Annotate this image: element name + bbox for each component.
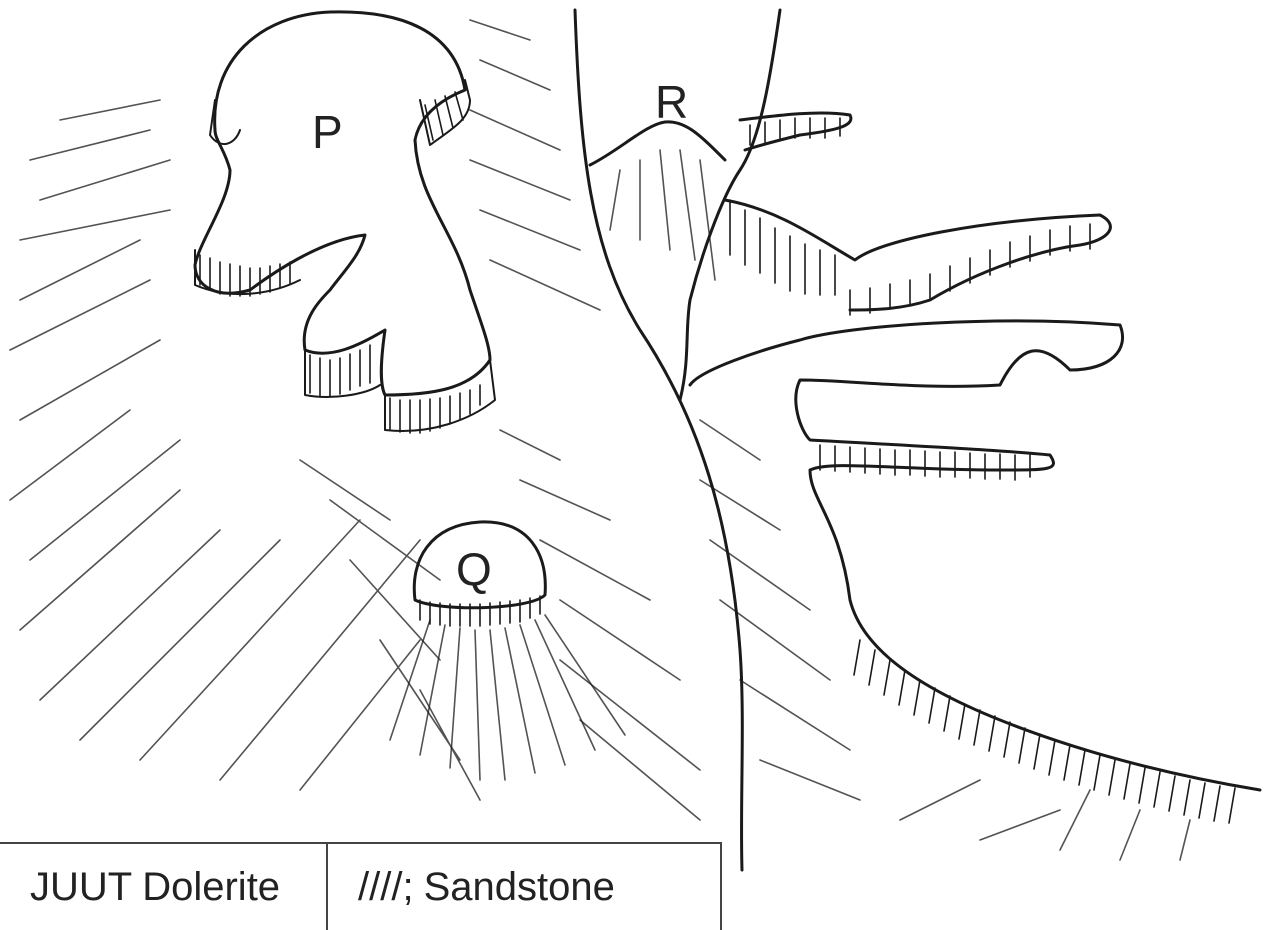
dolerite-band-p: [195, 80, 495, 431]
sandstone-slopes-q: [390, 615, 625, 780]
sandstone-symbol: ////;: [358, 865, 414, 910]
dolerite-hatch-q: [420, 596, 540, 626]
legend: JUUT Dolerite ////; Sandstone: [0, 842, 722, 930]
legend-label-sandstone: Sandstone: [424, 865, 615, 910]
label-q: Q: [456, 543, 492, 595]
legend-item-dolerite: JUUT Dolerite: [0, 844, 328, 930]
escarpment-outline: [690, 321, 1260, 790]
river-line: [575, 10, 742, 870]
label-r: R: [655, 76, 688, 128]
label-p: P: [312, 106, 343, 158]
mesa-p-outline: [195, 12, 490, 395]
escarpment-arm-middle: [725, 200, 1110, 310]
legend-label-dolerite: Dolerite: [142, 865, 280, 910]
dolerite-symbol: JUUT: [30, 865, 132, 910]
sandstone-slopes-left: [10, 20, 700, 820]
legend-item-sandstone: ////; Sandstone: [328, 844, 722, 930]
hill-r-outline: [590, 122, 725, 165]
